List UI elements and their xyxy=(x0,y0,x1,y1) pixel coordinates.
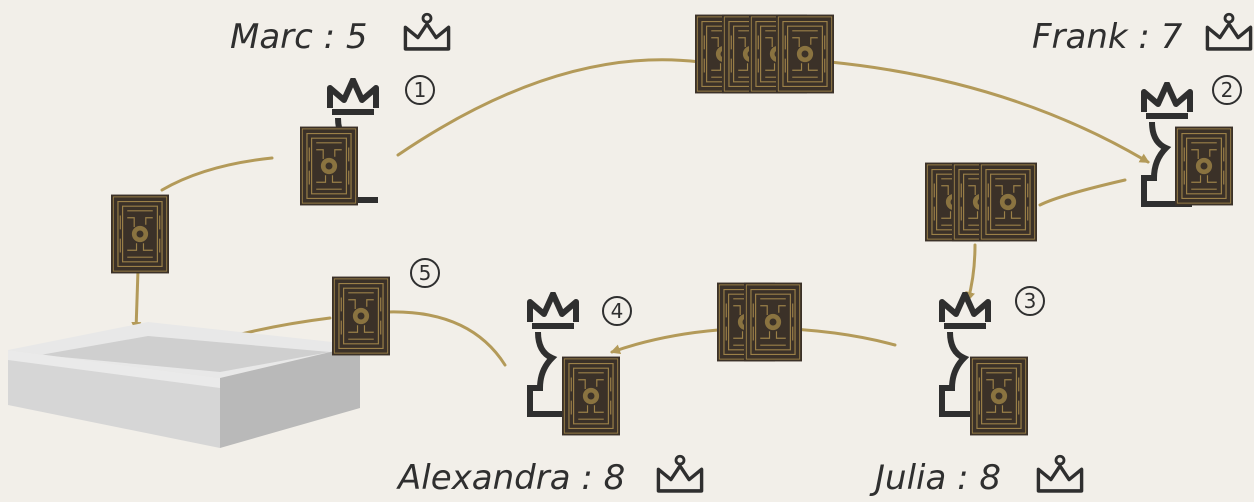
discard-box-icon xyxy=(8,322,360,448)
card-back-icon xyxy=(332,277,390,356)
card-back-icon xyxy=(562,357,620,436)
card-stack-middle xyxy=(717,283,802,362)
player-label-julia: Julia : 8 xyxy=(875,461,1001,495)
step-number-5: 5 xyxy=(410,258,440,288)
card-back-icon xyxy=(111,195,169,274)
arrow-frank-to-julia xyxy=(1040,180,1125,205)
player-label-alexandra: Alexandra : 8 xyxy=(398,461,625,495)
card-stack-top xyxy=(695,15,834,94)
crown-icon xyxy=(405,14,448,49)
arrow-pile-down-julia xyxy=(968,245,975,300)
crown-icon xyxy=(1038,456,1081,491)
card-back-icon xyxy=(1175,127,1233,206)
step-number-2: 2 xyxy=(1212,75,1242,105)
step-number-4: 4 xyxy=(602,296,632,326)
arrow-pile-to-alexandra xyxy=(612,330,718,352)
player-label-marc: Marc : 5 xyxy=(230,20,368,54)
arrow-marc-to-frank xyxy=(398,60,700,155)
card-back-icon xyxy=(970,357,1028,436)
arrow-marc-to-card xyxy=(162,158,272,190)
crown-icon xyxy=(658,456,701,491)
step-number-3: 3 xyxy=(1015,286,1045,316)
player-label-frank: Frank : 7 xyxy=(1032,20,1182,54)
step-number-1: 1 xyxy=(405,75,435,105)
crown-icon xyxy=(1207,14,1250,49)
arrow-alexandra-to-discard xyxy=(388,312,505,365)
card-stack-right xyxy=(925,163,1037,242)
card-back-icon xyxy=(300,127,358,206)
arrow-card-to-box xyxy=(136,270,138,330)
arrow-pile-to-frank xyxy=(830,62,1148,162)
